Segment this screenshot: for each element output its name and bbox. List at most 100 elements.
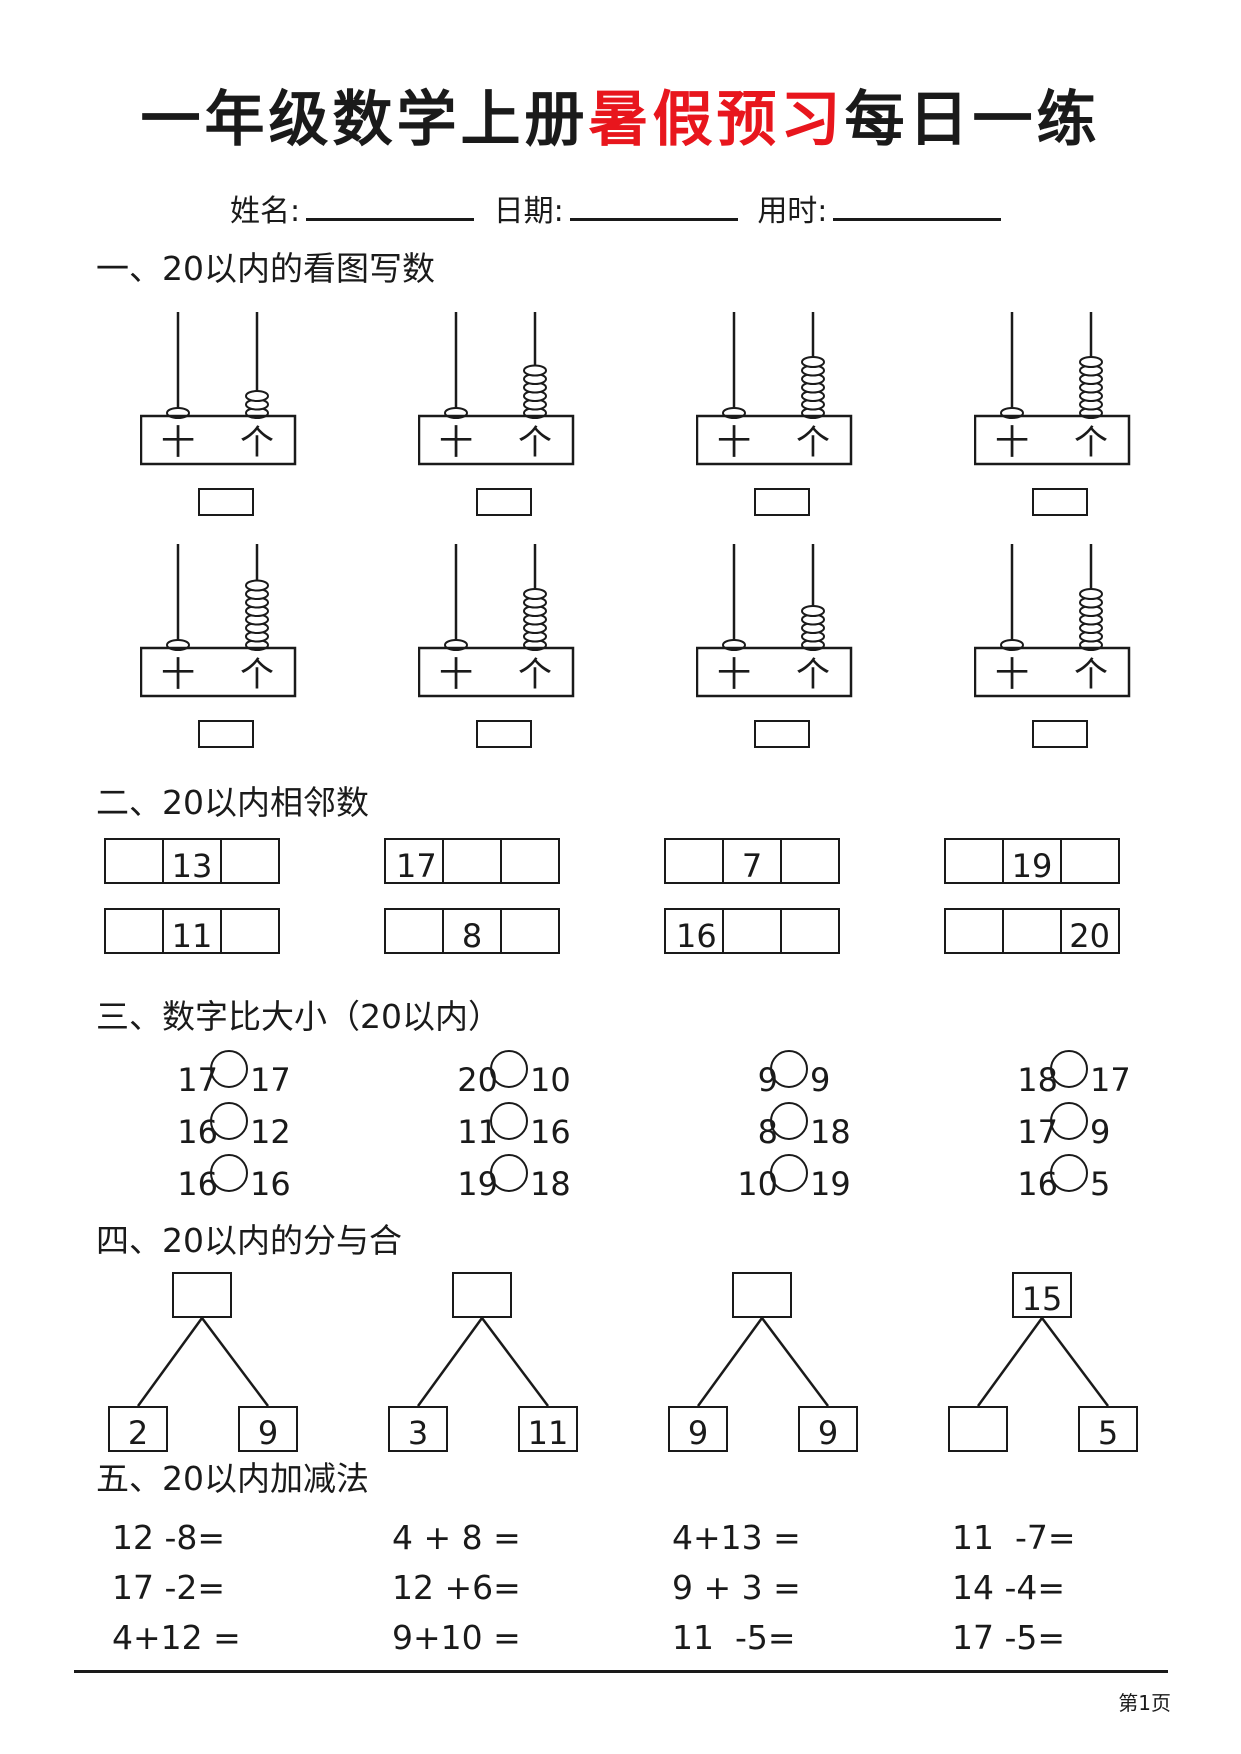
- equation[interactable]: 11 -7=: [952, 1518, 1076, 1557]
- neighbor-cell[interactable]: [944, 838, 1004, 884]
- bond-whole-box[interactable]: [732, 1272, 792, 1318]
- compare-circle[interactable]: [490, 1050, 528, 1088]
- neighbor-cell[interactable]: [500, 908, 560, 954]
- neighbor-cell[interactable]: [780, 838, 840, 884]
- bond-part-right-box: 5: [1078, 1406, 1138, 1452]
- neighbor-cell[interactable]: [220, 838, 280, 884]
- name-blank[interactable]: [306, 188, 475, 221]
- compare-circle[interactable]: [1050, 1102, 1088, 1140]
- answer-box[interactable]: [754, 488, 810, 516]
- compare-circle[interactable]: [490, 1154, 528, 1192]
- answer-box[interactable]: [476, 720, 532, 748]
- abacus-base: [418, 414, 575, 466]
- compare-circle[interactable]: [210, 1102, 248, 1140]
- compare-circle[interactable]: [490, 1102, 528, 1140]
- section-4-title: 四、20以内的分与合: [96, 1221, 402, 1260]
- compare-right-number: 9: [810, 1061, 831, 1099]
- equation[interactable]: 11 -5=: [672, 1618, 796, 1657]
- neighbor-cell[interactable]: [1002, 908, 1062, 954]
- neighbor-cell[interactable]: [780, 908, 840, 954]
- neighbor-group: 16: [664, 908, 840, 954]
- neighbor-cell[interactable]: [384, 908, 444, 954]
- ones-bead: [1079, 356, 1103, 368]
- bond-whole-box[interactable]: [172, 1272, 232, 1318]
- equation[interactable]: 9+10 =: [392, 1618, 521, 1657]
- section-3-title: 三、数字比大小（20以内）: [96, 997, 501, 1036]
- answer-box[interactable]: [476, 488, 532, 516]
- answer-box[interactable]: [754, 720, 810, 748]
- neighbor-cell[interactable]: [664, 838, 724, 884]
- title-part-2-highlight: 暑假预习: [588, 85, 845, 155]
- abacus-base: [696, 646, 853, 698]
- equation[interactable]: 17 -5=: [952, 1618, 1066, 1657]
- answer-box[interactable]: [1032, 720, 1088, 748]
- tens-label: 十: [161, 655, 195, 695]
- tens-label: 十: [995, 423, 1029, 463]
- neighbor-group: 13: [104, 838, 280, 884]
- compare-circle[interactable]: [1050, 1154, 1088, 1192]
- neighbor-cell[interactable]: [944, 908, 1004, 954]
- equation[interactable]: 4+13 =: [672, 1518, 801, 1557]
- ones-label: 个: [240, 655, 274, 695]
- neighbor-cell[interactable]: [722, 908, 782, 954]
- ones-label: 个: [518, 423, 552, 463]
- ones-bead: [801, 605, 825, 617]
- ones-label: 个: [518, 655, 552, 695]
- time-blank[interactable]: [833, 188, 1002, 221]
- ones-label: 个: [796, 423, 830, 463]
- date-blank[interactable]: [569, 188, 738, 221]
- equation[interactable]: 12 -8=: [112, 1518, 226, 1557]
- ones-label: 个: [1074, 423, 1108, 463]
- compare-circle[interactable]: [770, 1154, 808, 1192]
- equation[interactable]: 4 + 8 =: [392, 1518, 521, 1557]
- tens-label: 十: [717, 423, 751, 463]
- bond-whole-box[interactable]: [452, 1272, 512, 1318]
- equation[interactable]: 14 -4=: [952, 1568, 1066, 1607]
- equation[interactable]: 4+12 =: [112, 1618, 241, 1657]
- compare-circle[interactable]: [770, 1050, 808, 1088]
- compare-right-number: 18: [810, 1113, 851, 1151]
- tens-label: 十: [995, 655, 1029, 695]
- abacus: 十个: [696, 312, 856, 482]
- equation[interactable]: 17 -2=: [112, 1568, 226, 1607]
- neighbor-cell[interactable]: [220, 908, 280, 954]
- answer-box[interactable]: [198, 488, 254, 516]
- neighbor-cell[interactable]: [1060, 838, 1120, 884]
- abacus-base: [140, 414, 297, 466]
- abacus: 十个: [974, 312, 1134, 482]
- compare-circle[interactable]: [210, 1050, 248, 1088]
- bond-line-right: [201, 1317, 269, 1407]
- neighbor-group: 11: [104, 908, 280, 954]
- compare-circle[interactable]: [770, 1102, 808, 1140]
- ones-label: 个: [240, 423, 274, 463]
- ones-bead: [523, 588, 547, 600]
- bond-part-left-box[interactable]: [948, 1406, 1008, 1452]
- bond-part-right-box: 9: [798, 1406, 858, 1452]
- compare-right-number: 5: [1090, 1165, 1111, 1203]
- neighbor-group: 8: [384, 908, 560, 954]
- answer-box[interactable]: [198, 720, 254, 748]
- neighbor-cell[interactable]: [500, 838, 560, 884]
- name-label: 姓名:: [230, 194, 301, 229]
- ones-label: 个: [796, 655, 830, 695]
- tens-label: 十: [439, 423, 473, 463]
- compare-circle[interactable]: [210, 1154, 248, 1192]
- neighbor-group: 20: [944, 908, 1120, 954]
- neighbor-cell[interactable]: [104, 838, 164, 884]
- equation[interactable]: 12 +6=: [392, 1568, 521, 1607]
- compare-circle[interactable]: [1050, 1050, 1088, 1088]
- abacus: 十个: [974, 544, 1134, 714]
- answer-box[interactable]: [1032, 488, 1088, 516]
- bond-whole-box: 15: [1012, 1272, 1072, 1318]
- equation[interactable]: 9 + 3 =: [672, 1568, 801, 1607]
- neighbor-cell[interactable]: [442, 838, 502, 884]
- neighbor-cell[interactable]: [104, 908, 164, 954]
